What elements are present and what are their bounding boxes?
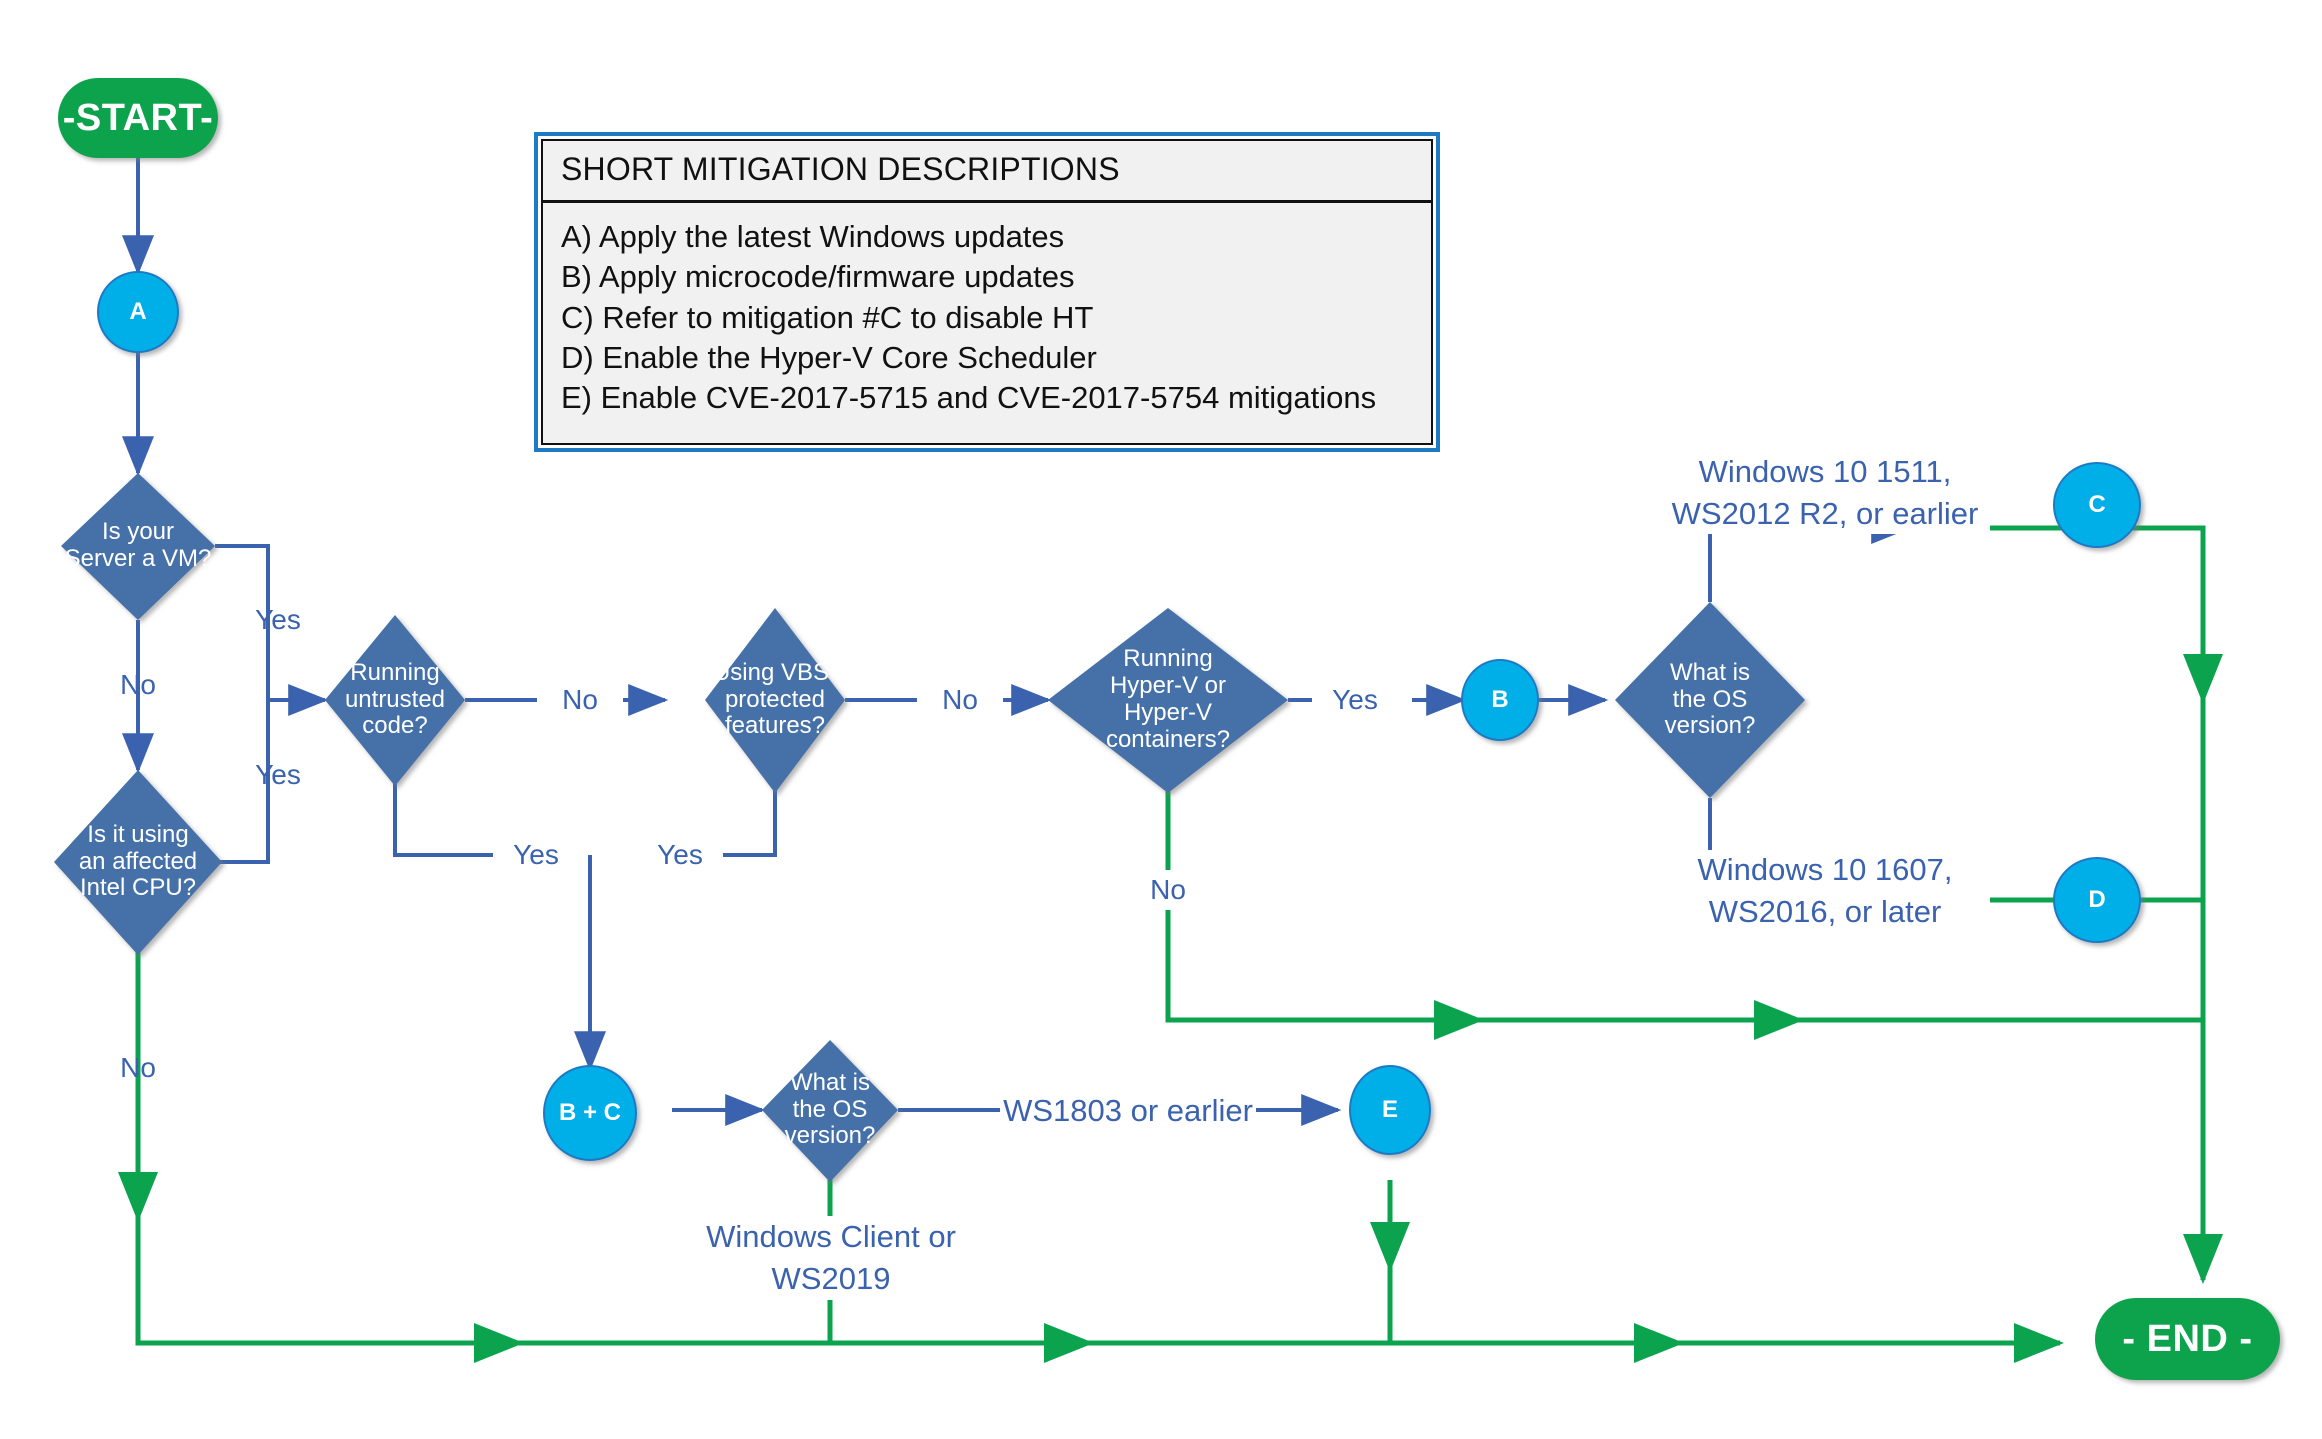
node-mitigation-e xyxy=(1349,1065,1431,1155)
node-vbs-features xyxy=(705,608,845,793)
legend-item-e: E) Enable CVE-2017-5715 and CVE-2017-575… xyxy=(561,380,1377,416)
node-server-vm xyxy=(61,473,215,620)
node-mitigation-a xyxy=(97,271,179,353)
node-mitigation-bc xyxy=(543,1065,637,1161)
node-end xyxy=(2095,1298,2280,1380)
node-os-version-bottom xyxy=(762,1040,898,1182)
legend-item-b: B) Apply microcode/firmware updates xyxy=(561,259,1075,295)
legend-panel: SHORT MITIGATION DESCRIPTIONS A) Apply t… xyxy=(534,132,1440,452)
legend-body: A) Apply the latest Windows updates B) A… xyxy=(543,203,1431,426)
node-mitigation-c xyxy=(2053,462,2141,548)
node-hyperv xyxy=(1048,608,1288,793)
legend-item-a: A) Apply the latest Windows updates xyxy=(561,219,1065,254)
legend-item-d: D) Enable the Hyper-V Core Scheduler xyxy=(561,339,1097,375)
node-intel-cpu xyxy=(54,770,222,955)
node-start xyxy=(58,78,218,158)
node-mitigation-b xyxy=(1461,659,1539,741)
node-os-version-right xyxy=(1615,602,1805,798)
legend-title: SHORT MITIGATION DESCRIPTIONS xyxy=(543,141,1431,203)
node-mitigation-d xyxy=(2053,857,2141,943)
node-untrusted-code xyxy=(325,615,465,786)
legend-item-c: C) Refer to mitigation #C to disable HT xyxy=(561,299,1094,335)
